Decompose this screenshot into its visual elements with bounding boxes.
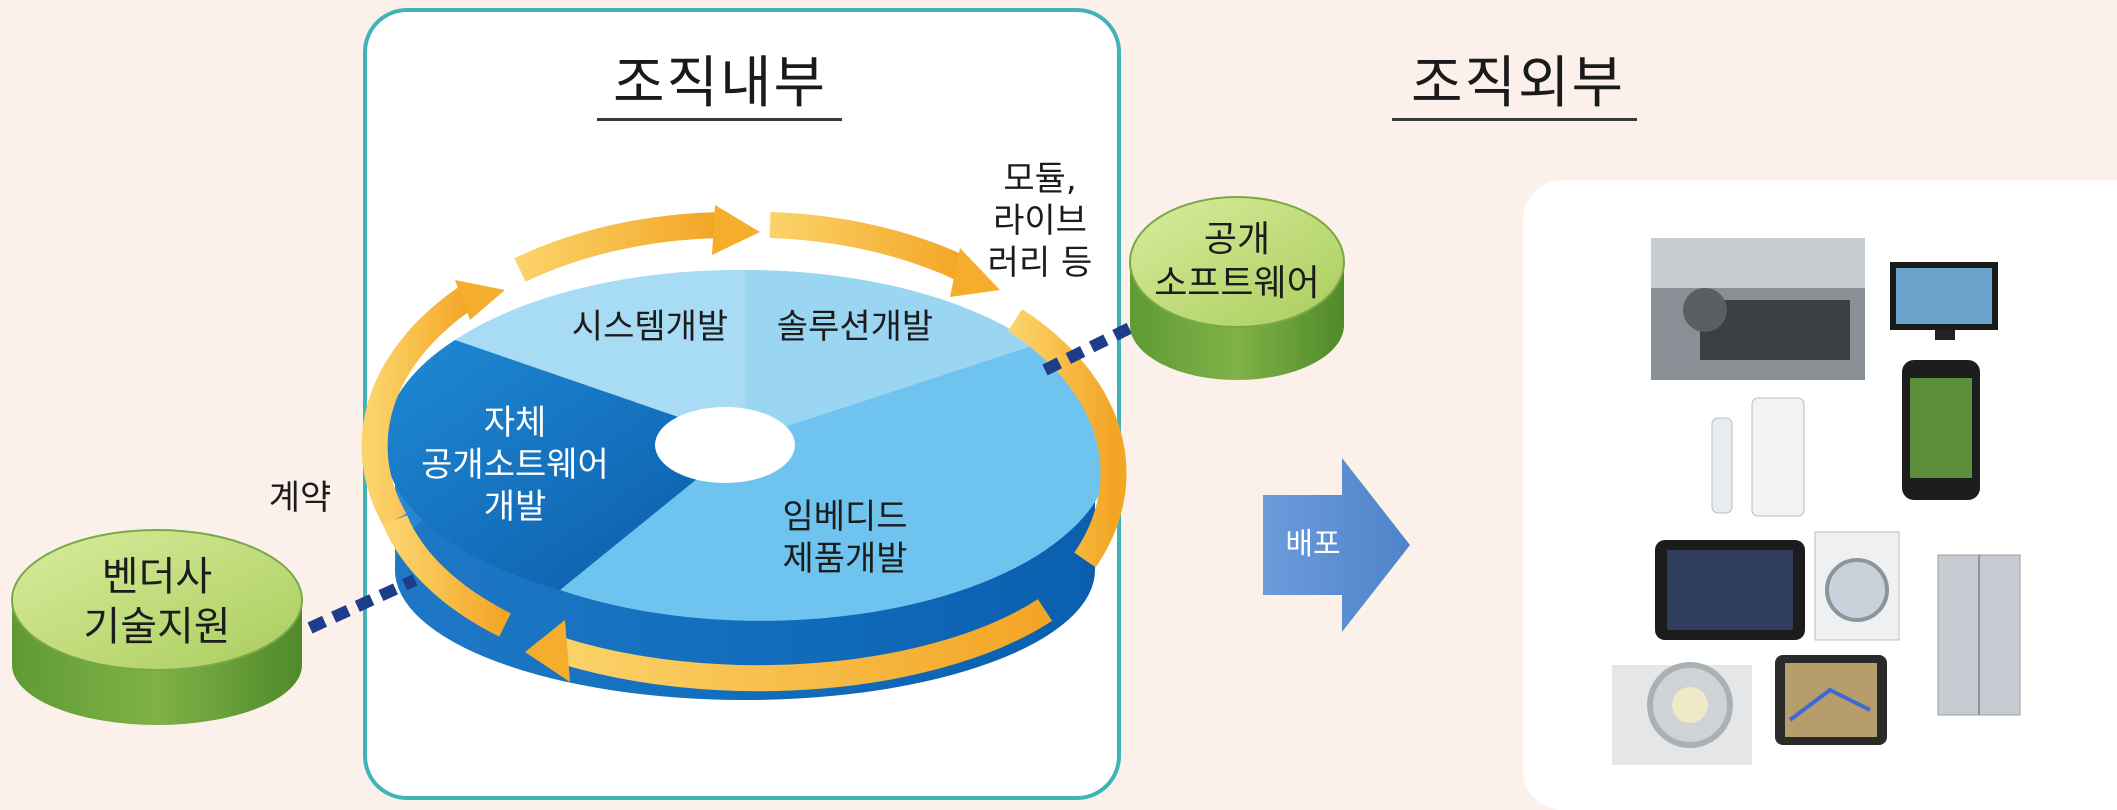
product-washing-machine-icon: [1814, 531, 1900, 641]
segment-embedded-label: 임베디드 제품개발: [782, 497, 908, 579]
inside-title: 조직내부: [612, 51, 828, 116]
product-navigation-device-icon: [1775, 655, 1887, 745]
contract-label: 계약: [268, 478, 332, 518]
vendor-support-label: 벤더사 기술지원: [83, 554, 231, 650]
deploy-label: 배포: [1285, 527, 1341, 562]
inside-title-underline: [597, 118, 842, 121]
product-tablet-icon: [1655, 540, 1805, 640]
outside-title-underline: [1392, 118, 1637, 121]
product-ct-scanner-icon: [1612, 662, 1752, 765]
product-refrigerator-icon: [1937, 554, 2021, 716]
product-game-console-icon: [1711, 397, 1805, 517]
product-smartphone-icon: [1902, 360, 1980, 500]
product-flat-tv-icon: [1890, 262, 1998, 340]
modules-libraries-label: 모듈, 라이브 러리 등: [987, 159, 1093, 283]
open-software-cylinder: [1129, 196, 1345, 380]
vendor-support-cylinder: [11, 529, 303, 725]
disk-top: [384, 269, 1112, 621]
cycle-arrows: [361, 205, 1127, 692]
open-software-connector: [1042, 312, 1153, 376]
vendor-support-connector: [307, 574, 418, 634]
product-car-interior-icon: [1651, 238, 1865, 380]
open-software-label: 공개 소프트웨어: [1154, 219, 1320, 304]
outside-title: 조직외부: [1410, 51, 1626, 116]
segment-in-house-oss-label: 자체 공개소트웨어 개발: [421, 403, 609, 527]
segment-system-dev-label: 시스템개발: [571, 307, 729, 347]
segment-solution-dev-label: 솔루션개발: [776, 307, 934, 347]
deploy-arrow: [1263, 458, 1410, 632]
